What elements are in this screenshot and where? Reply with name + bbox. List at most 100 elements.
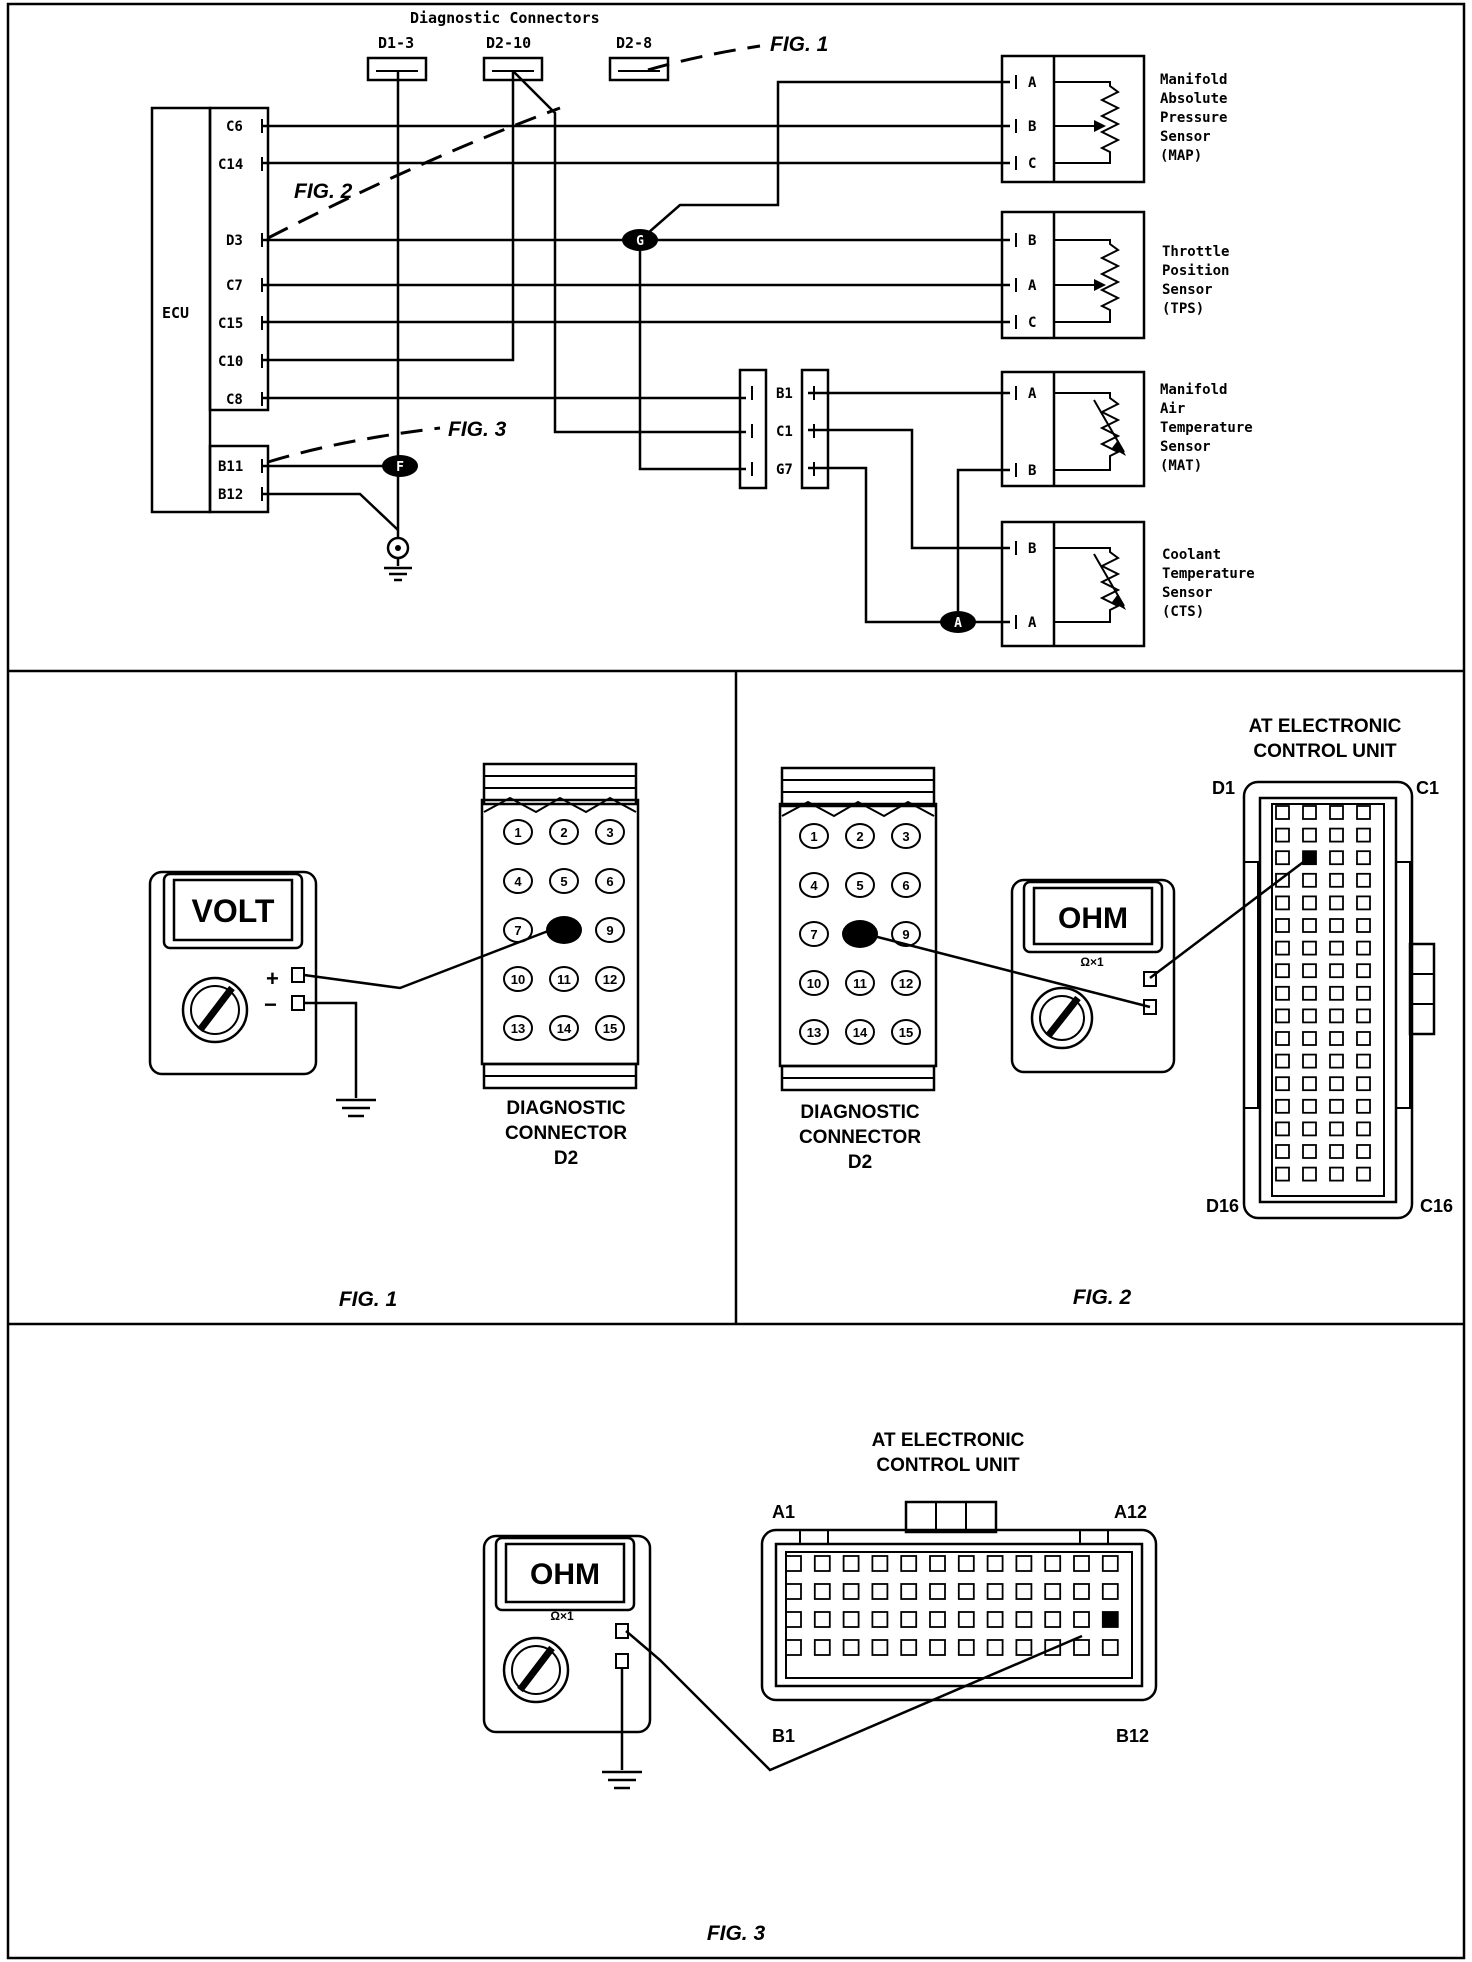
fig3-callout: FIG. 3 — [448, 418, 507, 441]
panel-frames — [6, 2, 1466, 1960]
ecu-pin-label: C8 — [226, 392, 243, 408]
ecu-pin-cell — [1073, 1639, 1090, 1656]
ecu-pin-cell — [1356, 1031, 1371, 1046]
connector-label-line: DIAGNOSTIC — [506, 1098, 626, 1119]
pin-number: 12 — [603, 972, 617, 987]
connector-pin: 12 — [595, 966, 625, 992]
sensor-mat: A B Manifold Air Temperature Sensor (MAT… — [1000, 370, 1253, 488]
sensor-pin-label: C — [1028, 315, 1036, 331]
connector-pin: 15 — [595, 1015, 625, 1041]
ecu-pin-cell — [1073, 1583, 1090, 1600]
ecu-pin-cell — [1329, 1121, 1344, 1137]
voltmeter: VOLT + − — [148, 870, 318, 1076]
ecu-pin-cell — [1329, 872, 1344, 888]
ecu-pin-cell — [1302, 1144, 1317, 1159]
connector-pin: 6 — [595, 868, 625, 894]
connector-pin: 6 — [891, 872, 921, 898]
connector-pin: 14 — [549, 1015, 579, 1041]
corner-label-d16: D16 — [1206, 1196, 1239, 1216]
ecu-pin-cell — [1275, 1144, 1290, 1159]
diag-connector-label: D1-3 — [378, 34, 414, 52]
ecu-pin-cell — [986, 1611, 1004, 1628]
pin-number: 9 — [902, 927, 909, 942]
ecu-pin-cell — [1302, 1098, 1317, 1114]
wiring-schematic: Diagnostic Connectors D1-3 D2-10 D2-8 EC… — [150, 9, 1255, 648]
ecu-pin-cell — [813, 1611, 831, 1628]
ecu-pin-cell — [1356, 1053, 1371, 1069]
ecu-pin-cell — [1356, 850, 1371, 866]
ecu-pin-label: C7 — [226, 278, 243, 294]
ecu-pin-cell — [871, 1555, 889, 1572]
connector-pin: 10 — [503, 966, 533, 992]
ecu-pin-cell — [1356, 1144, 1371, 1159]
ecu-pin-label: C10 — [218, 354, 243, 370]
ecu-pin-cell — [1329, 805, 1344, 820]
ecu-pin-cell — [1329, 827, 1344, 843]
corner-label-a1: A1 — [772, 1502, 795, 1522]
sensor-pin-label: A — [1028, 278, 1037, 294]
ecu-pin-cell — [986, 1583, 1004, 1600]
ecu-pin-cell — [1356, 963, 1371, 979]
meter-display: OHM — [530, 1558, 600, 1591]
sensor-label-line: Sensor — [1160, 129, 1211, 145]
connector-pin: 14 — [845, 1019, 875, 1045]
connector-pin: 10 — [799, 970, 829, 996]
ecu-pin-cell — [1329, 918, 1344, 933]
ecu-pin-cell — [1101, 1583, 1119, 1600]
pin-number: 13 — [511, 1021, 525, 1036]
meter-display: VOLT — [192, 893, 275, 929]
pin-number: 15 — [899, 1025, 913, 1040]
pin-number: 9 — [606, 923, 613, 938]
ecu-pin-cell — [1329, 1008, 1344, 1024]
ecu-pin-cell — [1275, 1121, 1290, 1137]
pin-number: 3 — [902, 829, 909, 844]
connector-pin: 4 — [799, 872, 829, 898]
diag-connectors-title: Diagnostic Connectors — [410, 9, 600, 27]
connector-pin: 1 — [799, 823, 829, 849]
sensor-cts: B A Coolant Temperature Sensor (CTS) — [1000, 520, 1255, 648]
fig3-panel: OHM Ω×1 AT ELECTRONIC CONTROL UNIT A1 A1… — [482, 1430, 1158, 1945]
connector-pin: 9 — [595, 917, 625, 943]
ecu-connector-vertical — [1242, 780, 1436, 1220]
pin-number: 13 — [807, 1025, 821, 1040]
ecu-pin-cell — [1275, 850, 1290, 866]
meter-terminal — [615, 1653, 629, 1669]
ecu-pin-cell — [986, 1639, 1004, 1656]
sensor-pin-label: A — [1028, 386, 1037, 402]
sensor-map: A B C Manifold Absolute Pressure Sensor … — [1000, 54, 1227, 184]
sensor-label-line: Manifold — [1160, 382, 1227, 398]
ecu-pin-cell — [1302, 1031, 1317, 1046]
ecu-pin-cell — [1329, 850, 1344, 866]
connector-pin: 5 — [845, 872, 875, 898]
wires — [262, 70, 1010, 624]
ecu-pin-cell — [1101, 1555, 1119, 1572]
fig2-caption: FIG. 2 — [1073, 1286, 1132, 1309]
ecu-pin-cell — [1275, 805, 1290, 820]
ecu-pin-cell — [1275, 1031, 1290, 1046]
sensor-pin-label: B — [1028, 463, 1036, 479]
ecu-pin-cell — [957, 1611, 975, 1628]
sensor-pin-label: B — [1028, 233, 1036, 249]
pin-number: 6 — [606, 874, 613, 889]
ecu-pin-cell — [813, 1555, 831, 1572]
ground-symbol — [602, 1770, 642, 1790]
ecu-pin-cell — [957, 1583, 975, 1600]
ecu-pin-cell — [929, 1611, 946, 1628]
connector-pin: 3 — [891, 823, 921, 849]
dial-pointer — [1045, 995, 1081, 1039]
meter-display: OHM — [1058, 902, 1128, 935]
pin-number: 2 — [560, 825, 567, 840]
ecu-pin-cell — [842, 1611, 860, 1628]
ecu-pin-cell — [1356, 895, 1371, 911]
splice-f: F — [382, 455, 418, 477]
connector-pin: 13 — [799, 1019, 829, 1045]
ecu-pin-cell — [1356, 1098, 1371, 1114]
ecu-title-line: AT ELECTRONIC — [1249, 716, 1402, 737]
ecu-pin-cell — [1275, 963, 1290, 979]
